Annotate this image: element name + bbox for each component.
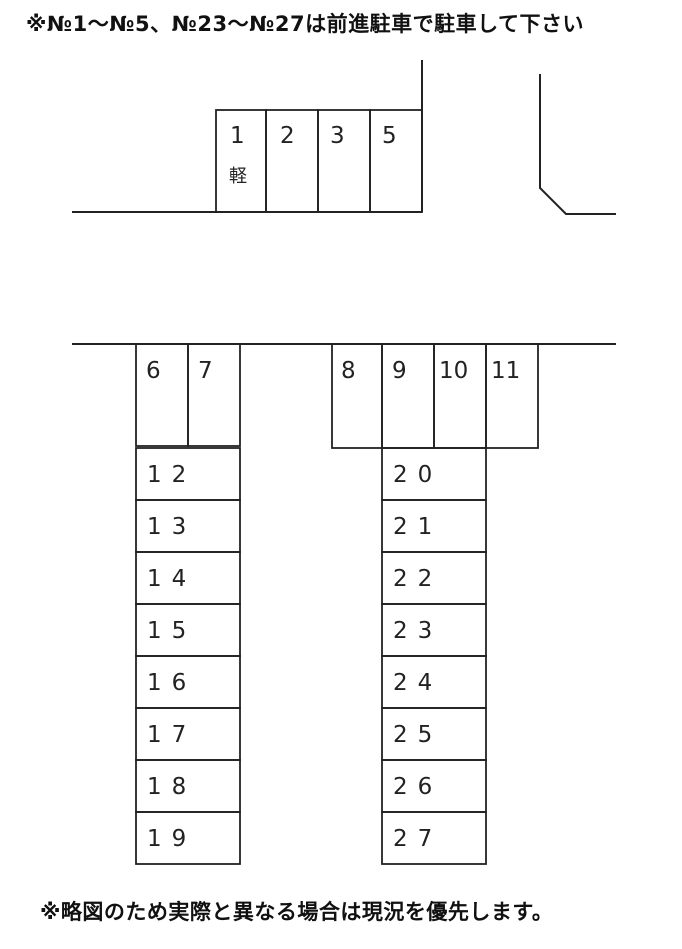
space-12: 12: [135, 447, 241, 501]
space-15: 15: [135, 603, 241, 657]
space-6: 6: [135, 343, 189, 447]
space-23: 23: [381, 603, 487, 657]
space-10-number: 10: [439, 358, 468, 384]
space-3-number: 3: [330, 123, 345, 149]
space-2-number: 2: [280, 123, 295, 149]
space-7-number: 7: [198, 358, 213, 384]
space-14-number: 14: [147, 566, 196, 592]
space-25-number: 25: [393, 722, 442, 748]
space-13: 13: [135, 499, 241, 553]
space-16: 16: [135, 655, 241, 709]
space-1: 1 軽: [215, 109, 267, 213]
disclaimer-note: ※略図のため実際と異なる場合は現況を優先します。: [40, 900, 554, 924]
space-23-number: 23: [393, 618, 442, 644]
space-3: 3: [317, 109, 371, 213]
space-11: 11: [485, 343, 539, 449]
space-6-number: 6: [146, 358, 161, 384]
space-17: 17: [135, 707, 241, 761]
space-22: 22: [381, 551, 487, 605]
space-8: 8: [331, 343, 383, 449]
space-13-number: 13: [147, 514, 196, 540]
space-27-number: 27: [393, 826, 442, 852]
space-10: 10: [433, 343, 487, 449]
space-20-number: 20: [393, 462, 442, 488]
space-9: 9: [381, 343, 435, 449]
space-26-number: 26: [393, 774, 442, 800]
space-18: 18: [135, 759, 241, 813]
space-19: 19: [135, 811, 241, 865]
space-2: 2: [265, 109, 319, 213]
space-9-number: 9: [392, 358, 407, 384]
space-1-number: 1: [230, 123, 245, 149]
space-5: 5: [369, 109, 423, 213]
space-27: 27: [381, 811, 487, 865]
entrance-curb-line: [539, 74, 616, 215]
forward-parking-note: ※№1～№5、№23～№27は前進駐車で駐車して下さい: [26, 12, 585, 36]
space-26: 26: [381, 759, 487, 813]
space-17-number: 17: [147, 722, 196, 748]
space-8-number: 8: [341, 358, 356, 384]
space-15-number: 15: [147, 618, 196, 644]
space-18-number: 18: [147, 774, 196, 800]
space-1-type-label: 軽: [229, 166, 247, 187]
space-11-number: 11: [491, 358, 520, 384]
space-12-number: 12: [147, 462, 196, 488]
space-24-number: 24: [393, 670, 442, 696]
space-14: 14: [135, 551, 241, 605]
space-21: 21: [381, 499, 487, 553]
space-19-number: 19: [147, 826, 196, 852]
space-24: 24: [381, 655, 487, 709]
space-22-number: 22: [393, 566, 442, 592]
space-21-number: 21: [393, 514, 442, 540]
space-7: 7: [187, 343, 241, 447]
space-25: 25: [381, 707, 487, 761]
space-5-number: 5: [382, 123, 397, 149]
space-16-number: 16: [147, 670, 196, 696]
space-20: 20: [381, 447, 487, 501]
